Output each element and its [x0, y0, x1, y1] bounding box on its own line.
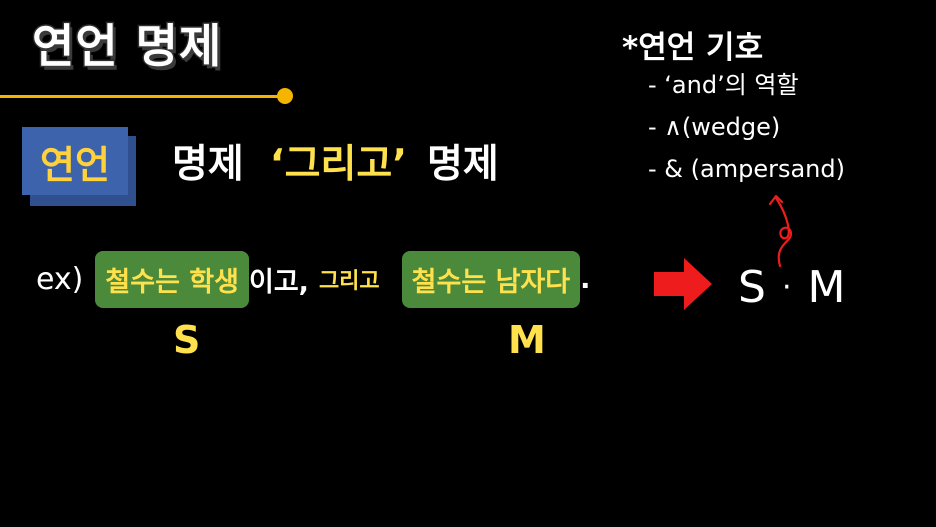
result-right: M: [807, 262, 846, 313]
sentence-period: .: [580, 263, 591, 295]
example-label: ex): [36, 261, 84, 297]
result-dot: ·: [781, 270, 792, 305]
symbol-item: - & (ampersand): [648, 155, 845, 183]
conjunction-result: S · M: [738, 262, 845, 313]
result-left: S: [738, 262, 766, 313]
definition-left: 명제: [172, 142, 244, 187]
page-title: 연언 명제: [30, 18, 223, 75]
clause-m-highlight: 철수는 남자다: [401, 250, 581, 308]
clause-s-highlight: 철수는 학생: [95, 250, 249, 308]
symbols-title: *연언 기호: [622, 30, 764, 66]
term-badge: 연언: [22, 127, 128, 195]
symbols-list: - ‘and’의 역할 - ∧(wedge) - & (ampersand): [648, 64, 845, 190]
variable-m: M: [508, 318, 546, 362]
title-underline-dot: [277, 88, 293, 104]
connector-text: 이고,: [249, 266, 309, 298]
symbol-item: - ∧(wedge): [648, 113, 781, 141]
symbol-item: - ‘and’의 역할: [648, 71, 799, 99]
example-conjunction: 그리고: [318, 269, 380, 294]
example-sentence: ex) 철수는 학생 이고, 그리고 철수는 남자다 .: [36, 250, 591, 308]
definition-right: 명제: [427, 142, 499, 187]
definition-conjunction: ‘그리고’: [269, 142, 408, 187]
definition-line: 명제 ‘그리고’ 명제: [172, 135, 499, 187]
curl-arrow-icon: [768, 194, 793, 268]
title-underline: [0, 95, 284, 98]
right-arrow-icon: [654, 258, 712, 310]
variable-s: S: [173, 318, 201, 362]
